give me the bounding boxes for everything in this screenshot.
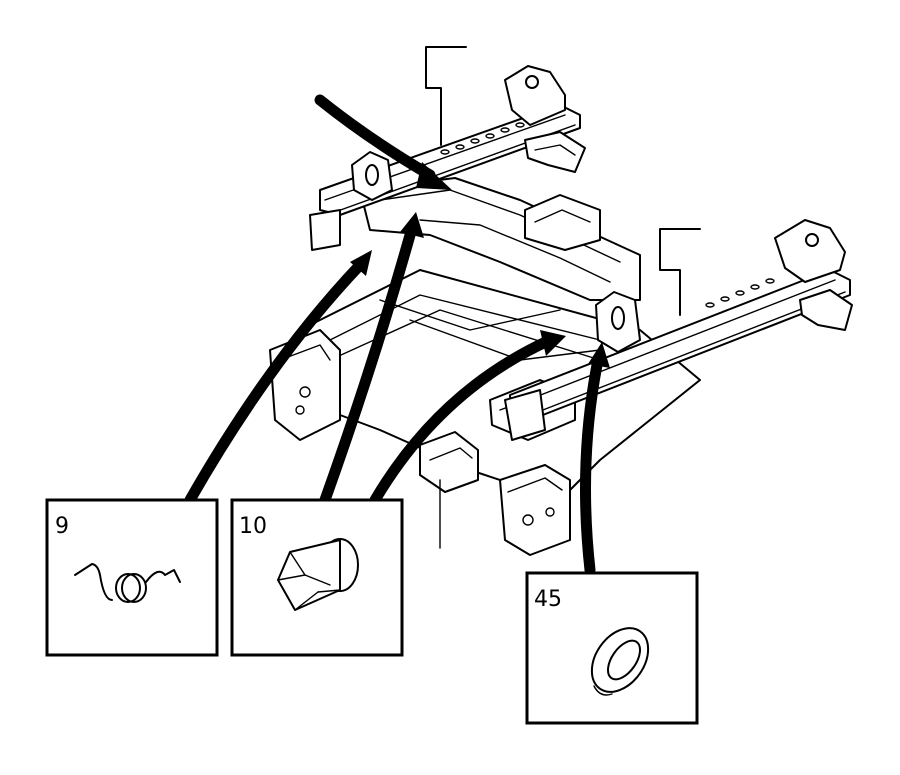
- right-rail-holes: [705, 278, 775, 308]
- callout-label-45: 45: [534, 587, 562, 612]
- ring-icon: [590, 627, 650, 696]
- pointer-arrows: [184, 94, 610, 576]
- left-seat-rail: [309, 46, 586, 251]
- callout-label-10: 10: [239, 514, 267, 539]
- callout-box-45: 45: [525, 571, 699, 725]
- spring-icon: [74, 563, 181, 603]
- upper-crossmember: [359, 177, 641, 301]
- left-rail-holes: [440, 122, 525, 155]
- clip-icon: [277, 538, 359, 611]
- callout-box-10: 10: [230, 498, 404, 657]
- callout-label-9: 9: [55, 514, 69, 539]
- callout-box-9: 9: [45, 498, 219, 657]
